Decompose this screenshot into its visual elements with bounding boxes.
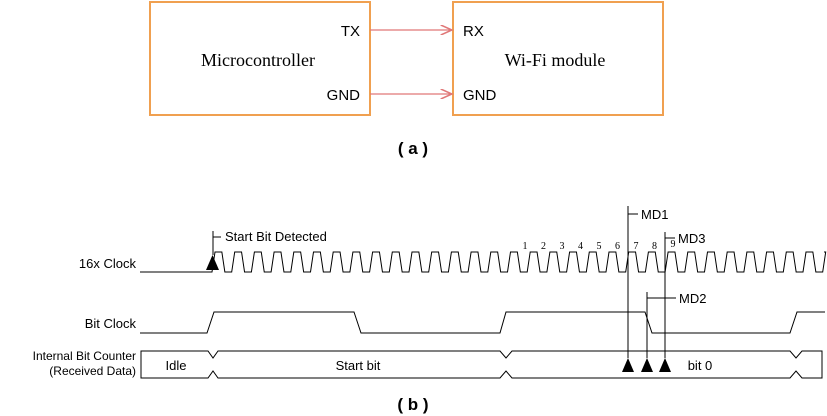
start-bit-marker — [206, 255, 219, 270]
microcontroller-gnd-pin: GND — [327, 87, 361, 104]
clock-count-9: 9 — [671, 239, 676, 250]
wifi-module-gnd-pin: GND — [463, 87, 497, 104]
bit-clock-waveform — [140, 311, 825, 334]
counter-state-idle: Idle — [166, 358, 187, 373]
md3-label: MD3 — [678, 231, 705, 246]
clock-count-8: 8 — [652, 241, 657, 252]
clock-count-2: 2 — [541, 241, 546, 252]
signal-label-counter-line1: Internal Bit Counter — [33, 349, 136, 363]
md2-sample-marker — [641, 358, 653, 372]
md3-sample-marker — [659, 358, 671, 372]
caption-a: ( a ) — [398, 139, 428, 158]
counter-state-start-bit: Start bit — [336, 358, 381, 373]
signal-label-bit-clock: Bit Clock — [85, 316, 137, 331]
start-bit-detected-label: Start Bit Detected — [225, 229, 327, 244]
counter-state-bit0: bit 0 — [688, 358, 713, 373]
clock-count-7: 7 — [634, 241, 639, 252]
microcontroller-box — [149, 1, 371, 116]
clock-count-3: 3 — [560, 241, 565, 252]
signal-label-counter-line2: (Received Data) — [49, 364, 136, 378]
md1-label: MD1 — [641, 207, 668, 222]
counter-bus-outline — [140, 350, 823, 379]
part-a-diagram: Microcontroller TX GND Wi-Fi module RX G… — [149, 1, 664, 158]
clock-count-6: 6 — [615, 241, 620, 252]
caption-b: ( b ) — [397, 395, 428, 414]
microcontroller-title: Microcontroller — [201, 50, 315, 70]
md1-sample-marker — [622, 358, 634, 372]
wifi-module-title: Wi-Fi module — [505, 50, 606, 70]
wifi-module-rx-pin: RX — [463, 23, 484, 40]
signal-label-16x-clock: 16x Clock — [79, 256, 137, 271]
microcontroller-tx-pin: TX — [341, 23, 360, 40]
clock-count-labels: 1 2 3 4 5 6 7 8 9 — [523, 239, 676, 252]
clock-count-5: 5 — [597, 241, 602, 252]
md2-label: MD2 — [679, 291, 706, 306]
clock-16x-waveform — [140, 251, 827, 273]
clock-count-1: 1 — [523, 241, 528, 252]
clock-count-4: 4 — [578, 241, 583, 252]
wifi-module-box — [452, 1, 664, 116]
part-b-diagram: 16x Clock Bit Clock Internal Bit Counter… — [33, 206, 827, 414]
